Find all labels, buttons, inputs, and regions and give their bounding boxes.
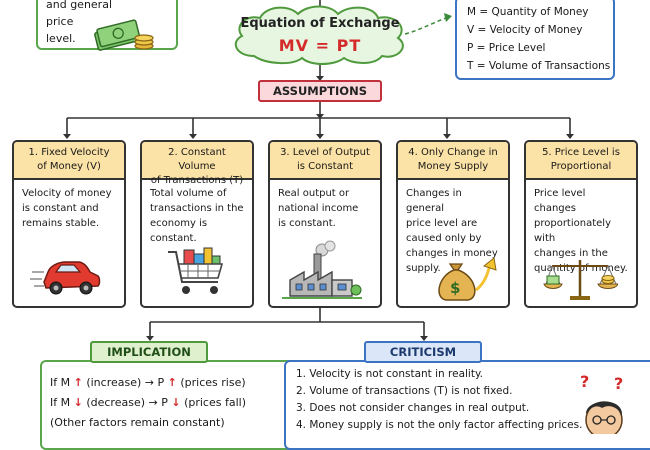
implication-note: (Other factors remain constant) [50, 416, 225, 429]
card-body: Changes in general price level are cause… [398, 180, 508, 282]
card-body-line: Velocity of money [22, 188, 112, 199]
card-heading-line: is Constant [296, 161, 354, 172]
equation-formula: MV = PT [278, 36, 362, 55]
card-heading: 1. Fixed Velocity of Money (V) [14, 142, 124, 180]
card-heading: 2. Constant Volume of Transactions (T) [142, 142, 252, 186]
card-heading-line: Money Supply [417, 161, 489, 172]
impl-if-m: If M [50, 396, 71, 409]
criticism-item: 2. Volume of transactions (T) is not fix… [296, 385, 513, 397]
equation-cloud-shape [234, 5, 404, 65]
card-body-line: is constant. [278, 218, 336, 229]
shopping-cart-icon [168, 247, 224, 294]
card-body-line: transactions in the [150, 203, 244, 214]
question-mark-icon: ? [614, 374, 624, 393]
card-body: Real output or national income is consta… [270, 180, 380, 237]
criticism-label: CRITICISM [364, 341, 482, 363]
top-left-note-text: and general price level. [46, 0, 126, 47]
criticism-item: 1. Velocity is not constant in reality. [296, 368, 484, 380]
assumption-card-output: 3. Level of Output is Constant Real outp… [268, 140, 382, 308]
card-heading-line: 4. Only Change in [408, 147, 498, 158]
money-bag-icon: $ [438, 257, 497, 301]
card-body-line: Price level changes [534, 188, 586, 214]
card-body-line: supply. [406, 263, 441, 274]
arrow-right-icon: → [144, 376, 154, 389]
legend-item-transactions: T = Volume of Transactions [467, 60, 611, 72]
card-heading-line: 2. Constant Volume [168, 147, 226, 172]
top-left-line-2: level. [46, 32, 76, 45]
legend-item-money: M = Quantity of Money [467, 6, 589, 18]
criticism-item: 4. Money supply is not the only factor a… [296, 419, 583, 431]
impl-if-m: If M [50, 376, 71, 389]
card-body-line: changes in money [406, 248, 498, 259]
card-heading: 5. Price Level is Proportional [526, 142, 636, 180]
card-body-line: proportionately with [534, 218, 611, 244]
card-body-line: Total volume of [150, 188, 227, 199]
confused-person-icon [585, 401, 623, 434]
assumption-card-transactions: 2. Constant Volume of Transactions (T) T… [140, 140, 254, 308]
card-body-line: is constant and [22, 203, 99, 214]
implication-label: IMPLICATION [90, 341, 208, 363]
arrow-up-icon: ↑ [73, 376, 83, 389]
card-body-line: remains stable. [22, 218, 100, 229]
card-heading-line: 1. Fixed Velocity [28, 147, 110, 158]
card-body: Velocity of money is constant and remain… [14, 180, 124, 237]
legend-item-price: P = Price Level [467, 42, 546, 54]
card-heading-line: of Money (V) [37, 161, 101, 172]
card-body-line: Changes in general [406, 188, 462, 214]
card-body-line: changes in the [534, 248, 608, 259]
card-heading: 4. Only Change in Money Supply [398, 142, 508, 180]
criticism-item: 3. Does not consider changes in real out… [296, 402, 530, 414]
impl-result: (prices rise) [180, 376, 246, 389]
balance-scale-icon [543, 260, 618, 300]
implication-line-increase: If M ↑ (increase) → P ↑ (prices rise) [50, 376, 246, 389]
car-icon [30, 261, 101, 295]
question-mark-icon: ? [580, 372, 590, 391]
svg-text:$: $ [450, 279, 460, 297]
money-stack-icon [94, 19, 154, 51]
card-body: Total volume of transactions in the econ… [142, 180, 252, 252]
connector-lines [63, 0, 574, 341]
impl-p: P [161, 396, 168, 409]
arrow-right-icon: → [148, 396, 158, 409]
factory-icon [282, 240, 362, 299]
variable-legend-box: M = Quantity of Money V = Velocity of Mo… [455, 0, 615, 80]
card-heading-line: 5. Price Level is [542, 147, 620, 158]
implication-line-decrease: If M ↓ (decrease) → P ↓ (prices fall) [50, 396, 246, 409]
impl-change: (decrease) [86, 396, 145, 409]
impl-change: (increase) [86, 376, 142, 389]
impl-result: (prices fall) [184, 396, 246, 409]
card-body-line: price level are [406, 218, 478, 229]
card-body-line: national income [278, 203, 359, 214]
card-heading-line: 3. Level of Output [280, 147, 370, 158]
card-heading-line: of Transactions (T) [150, 175, 244, 186]
card-body-line: economy is constant. [150, 218, 208, 244]
top-left-line-1: and general price [46, 0, 112, 28]
card-heading: 3. Level of Output is Constant [270, 142, 380, 180]
card-heading-line: Proportional [550, 161, 612, 172]
arrow-down-icon: ↓ [73, 396, 83, 409]
equation-title: Equation of Exchange [240, 16, 400, 31]
impl-p: P [157, 376, 165, 389]
arrow-down-icon: ↓ [171, 396, 181, 409]
legend-item-velocity: V = Velocity of Money [467, 24, 583, 36]
assumptions-banner: ASSUMPTIONS [258, 80, 382, 102]
card-body-line: caused only by [406, 233, 482, 244]
arrow-up-icon: ↑ [167, 376, 177, 389]
card-body-line: Real output or [278, 188, 350, 199]
